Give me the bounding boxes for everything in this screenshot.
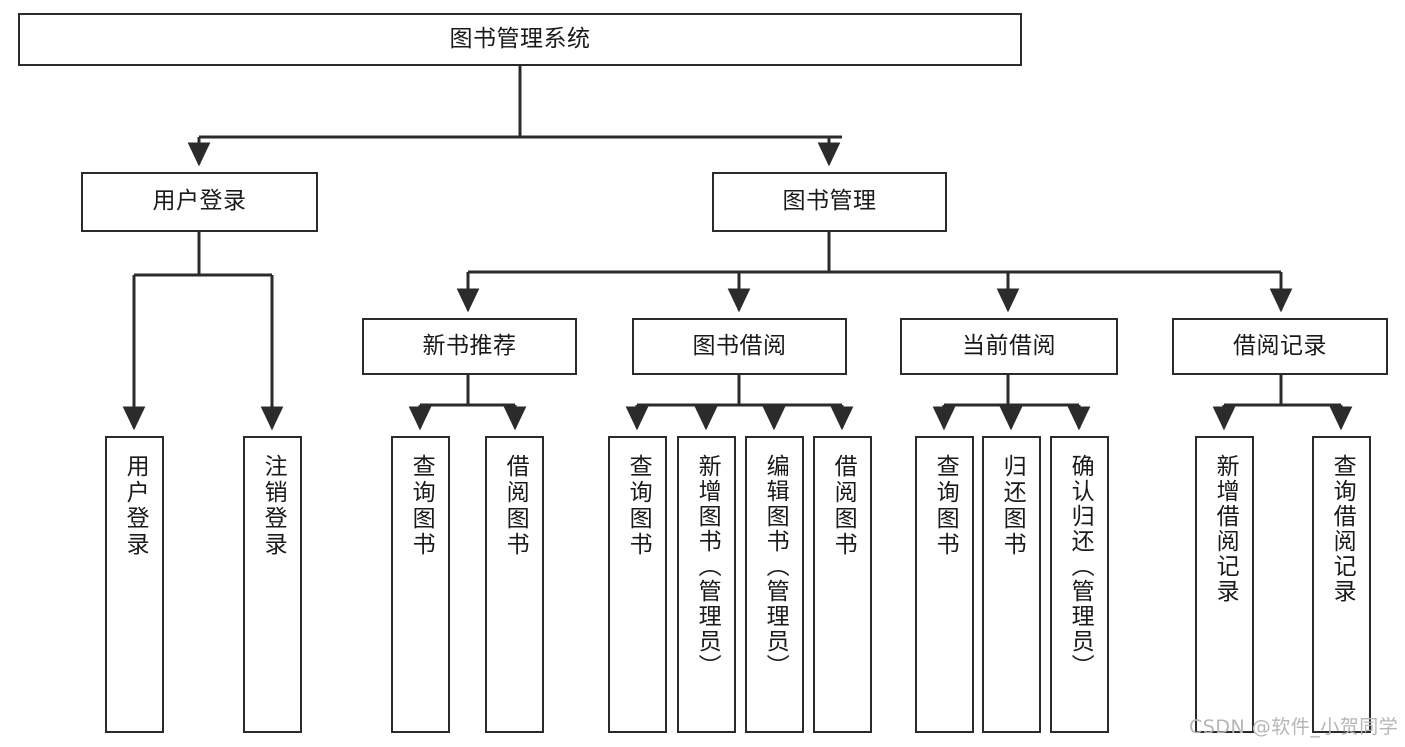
- node-leaf-query-record[interactable]: 查询借阅记录: [1312, 436, 1371, 733]
- node-leaf-edit-book-label: 编辑图书（管理员）: [762, 454, 789, 679]
- node-leaf-return-book[interactable]: 归还图书: [982, 436, 1041, 733]
- node-leaf-return-book-label: 归还图书: [999, 454, 1026, 558]
- node-leaf-confirm-return[interactable]: 确认归还（管理员）: [1050, 436, 1109, 733]
- node-leaf-query-book-1-label: 查询图书: [408, 454, 435, 558]
- node-root[interactable]: 图书管理系统: [18, 13, 1022, 66]
- node-book-borrow[interactable]: 图书借阅: [632, 318, 847, 375]
- node-leaf-user-login[interactable]: 用户登录: [105, 436, 164, 733]
- node-leaf-borrow-book-2-label: 借阅图书: [830, 454, 857, 558]
- node-borrow-record-label: 借阅记录: [1233, 332, 1327, 359]
- node-borrow-record[interactable]: 借阅记录: [1172, 318, 1388, 375]
- node-leaf-query-book-3-label: 查询图书: [932, 454, 959, 558]
- node-leaf-add-book-label: 新增图书（管理员）: [694, 454, 721, 679]
- node-leaf-query-book-2-label: 查询图书: [625, 454, 652, 558]
- node-leaf-borrow-book-1[interactable]: 借阅图书: [485, 436, 544, 733]
- node-current-borrow-label: 当前借阅: [962, 332, 1056, 359]
- node-leaf-borrow-book-2[interactable]: 借阅图书: [813, 436, 872, 733]
- node-leaf-add-record[interactable]: 新增借阅记录: [1195, 436, 1254, 733]
- node-leaf-add-book[interactable]: 新增图书（管理员）: [677, 436, 736, 733]
- node-user-login-label: 用户登录: [152, 188, 247, 215]
- node-book-manage[interactable]: 图书管理: [712, 172, 947, 232]
- node-leaf-user-login-label: 用户登录: [122, 454, 149, 558]
- node-current-borrow[interactable]: 当前借阅: [900, 318, 1118, 375]
- node-leaf-query-record-label: 查询借阅记录: [1329, 454, 1356, 604]
- node-leaf-confirm-return-label: 确认归还（管理员）: [1067, 454, 1094, 679]
- node-leaf-borrow-book-1-label: 借阅图书: [502, 454, 529, 558]
- node-book-borrow-label: 图书借阅: [692, 332, 787, 359]
- node-root-label: 图书管理系统: [449, 25, 591, 52]
- node-leaf-query-book-2[interactable]: 查询图书: [608, 436, 667, 733]
- node-user-login[interactable]: 用户登录: [81, 172, 318, 232]
- node-new-book-rec-label: 新书推荐: [422, 332, 517, 359]
- node-leaf-edit-book[interactable]: 编辑图书（管理员）: [745, 436, 804, 733]
- node-new-book-rec[interactable]: 新书推荐: [362, 318, 577, 375]
- node-book-manage-label: 图书管理: [782, 188, 877, 215]
- node-leaf-logout-label: 注销登录: [260, 454, 287, 558]
- node-leaf-query-book-3[interactable]: 查询图书: [915, 436, 974, 733]
- node-leaf-logout[interactable]: 注销登录: [243, 436, 302, 733]
- node-leaf-add-record-label: 新增借阅记录: [1212, 454, 1239, 604]
- node-leaf-query-book-1[interactable]: 查询图书: [391, 436, 450, 733]
- csdn-watermark: CSDN @软件_小贺同学: [1189, 716, 1399, 738]
